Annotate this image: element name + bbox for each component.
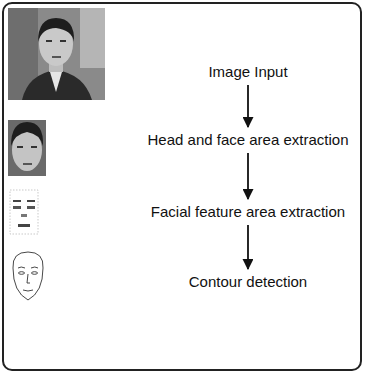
flow-arrow	[247, 225, 249, 269]
process-step: Image Input	[202, 59, 293, 85]
feature-areas	[10, 190, 38, 234]
step-label: Head and face area extraction	[148, 131, 349, 149]
flow-arrow	[247, 153, 249, 199]
contour-face	[13, 252, 43, 300]
step-label: Image Input	[208, 63, 287, 81]
process-step: Head and face area extraction	[142, 127, 355, 153]
outer-frame	[3, 3, 361, 370]
process-step: Facial feature area extraction	[145, 199, 351, 225]
face-crop-photo	[8, 120, 46, 176]
step-label: Facial feature area extraction	[151, 203, 345, 221]
process-step: Contour detection	[183, 269, 313, 295]
step-label: Contour detection	[189, 273, 307, 291]
flow-arrow	[247, 85, 249, 127]
input-photo	[8, 8, 105, 100]
